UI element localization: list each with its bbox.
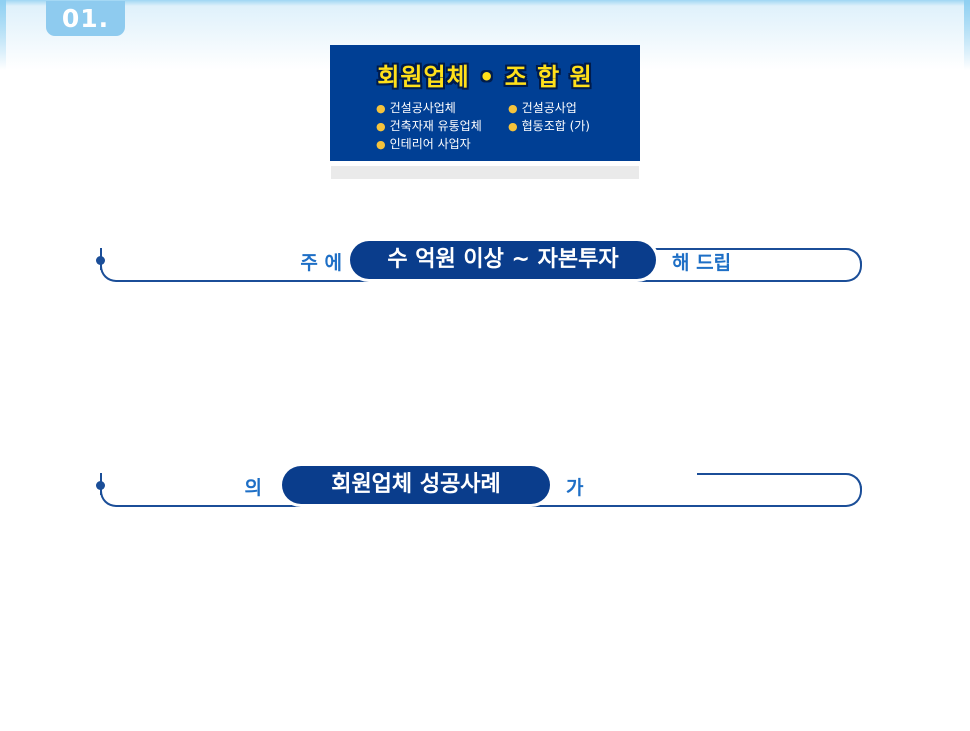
list-item: ●건설공사업: [508, 101, 577, 115]
frame-dot-icon: [96, 256, 105, 265]
banner-frame-top-right: [697, 473, 862, 489]
bullet-icon: ●: [376, 138, 386, 151]
banner-left-fragment: 의: [240, 475, 262, 501]
banner-right-fragment: 해 드립: [672, 250, 732, 276]
member-card: 회원업체 • 조 합 원 ●건설공사업체 ●건축자재 유통업체 ●인테리어 사업…: [330, 45, 640, 161]
member-card-shadow: [331, 166, 639, 179]
bullet-icon: ●: [376, 120, 386, 133]
success-banner-label: 회원업체 성공사례: [282, 466, 550, 504]
section-number-badge: 01.: [46, 1, 125, 36]
banner-left-fragment: 주 에: [286, 250, 342, 276]
bullet-icon: ●: [376, 102, 386, 115]
member-card-list-right: ●건설공사업 ●협동조합 (가): [508, 99, 590, 135]
member-card-title: 회원업체 • 조 합 원: [377, 63, 593, 91]
banner-right-fragment: 가: [566, 475, 586, 501]
banner-frame-stem: [100, 262, 102, 270]
list-item: ●협동조합 (가): [508, 119, 590, 133]
bullet-icon: ●: [508, 120, 518, 133]
investment-banner-label: 수 억원 이상 ~ 자본투자: [350, 241, 656, 279]
member-card-list-left: ●건설공사업체 ●건축자재 유통업체 ●인테리어 사업자: [376, 99, 482, 153]
frame-dot-icon: [96, 481, 105, 490]
banner-frame-stem: [100, 487, 102, 495]
list-item: ●건축자재 유통업체: [376, 119, 482, 133]
bullet-icon: ●: [508, 102, 518, 115]
list-item: ●건설공사업체: [376, 101, 456, 115]
list-item: ●인테리어 사업자: [376, 137, 471, 151]
